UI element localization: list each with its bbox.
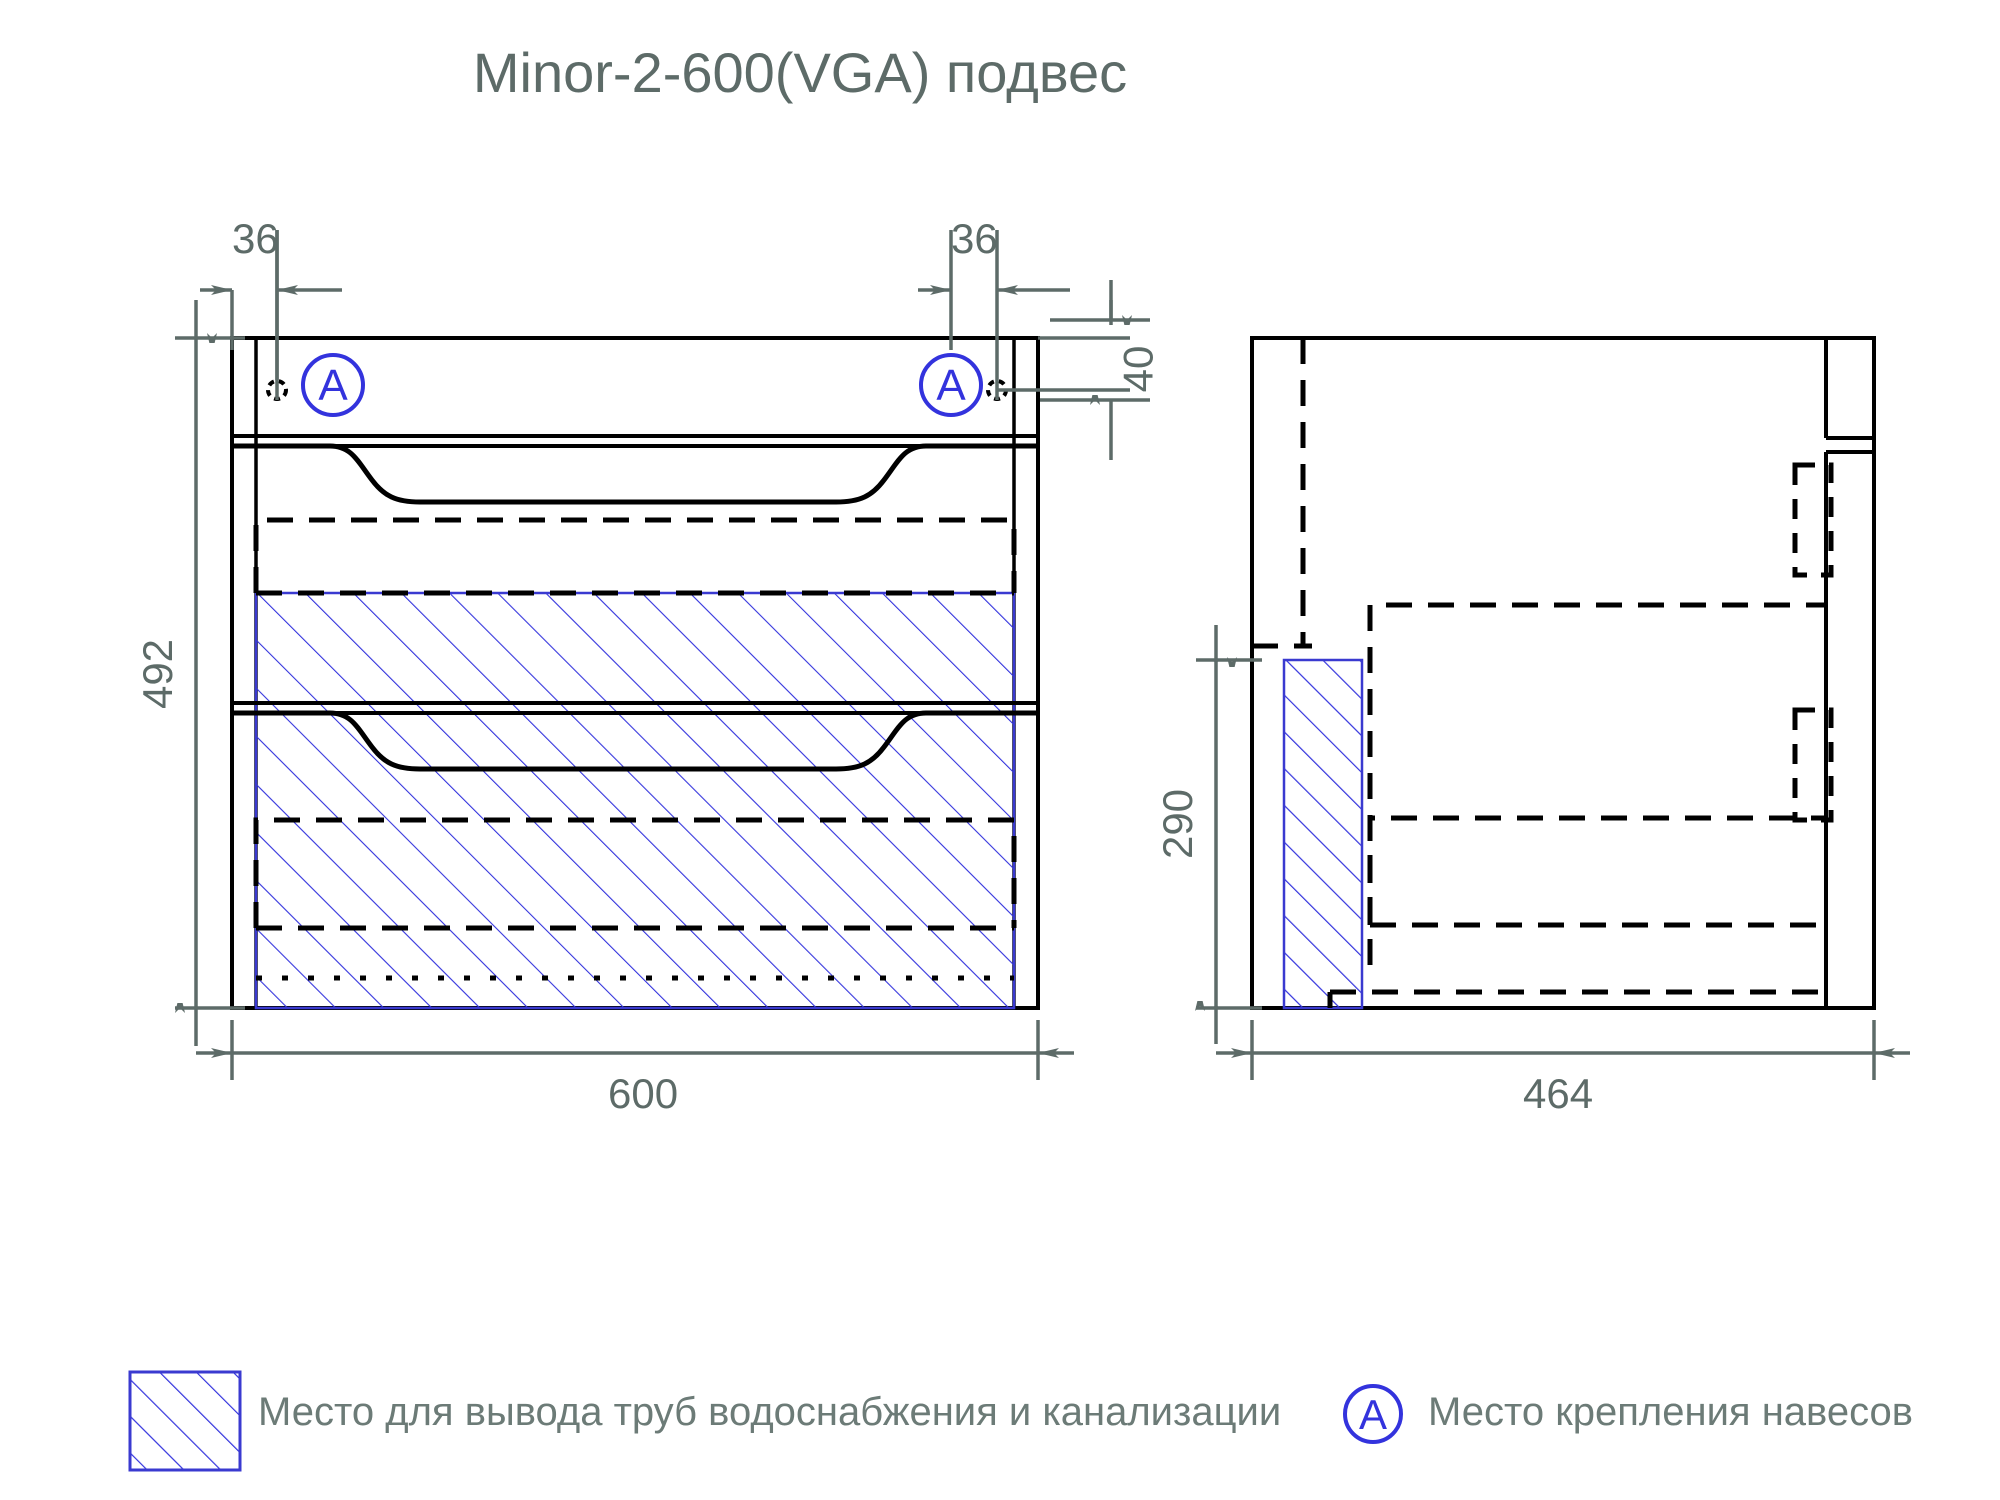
svg-text:A: A xyxy=(1359,1391,1387,1438)
legend-item-hanger-label: Место крепления навесов xyxy=(1428,1390,1914,1434)
dim-label-side-height: 290 xyxy=(1154,788,1202,860)
dim-label-front-height: 492 xyxy=(134,638,182,710)
page-title: Minor-2-600(VGA) подвес xyxy=(472,41,1128,104)
legend-callout-a-icon: A xyxy=(1343,1384,1403,1444)
legend-item-plumbing-label: Место для вывода труб водоснабжения и ка… xyxy=(258,1390,1282,1434)
legend-hatch-swatch-icon xyxy=(128,1370,242,1472)
front-view-geometry xyxy=(230,336,1040,1010)
callout-a-left-icon: A xyxy=(301,353,365,417)
callout-a-right-icon: A xyxy=(919,353,983,417)
svg-text:A: A xyxy=(318,361,348,410)
dim-label-hanger-drop: 40 xyxy=(1114,345,1162,393)
side-dimension-lines xyxy=(1196,625,1910,1080)
dim-label-front-width: 600 xyxy=(608,1070,679,1117)
dim-label-side-depth: 464 xyxy=(1523,1070,1594,1117)
svg-text:A: A xyxy=(936,361,966,410)
side-view-geometry xyxy=(1250,336,1876,1010)
dim-label-right-offset: 36 xyxy=(951,215,998,262)
dim-label-left-offset: 36 xyxy=(232,215,279,262)
front-dimension-lines xyxy=(175,230,1150,1080)
